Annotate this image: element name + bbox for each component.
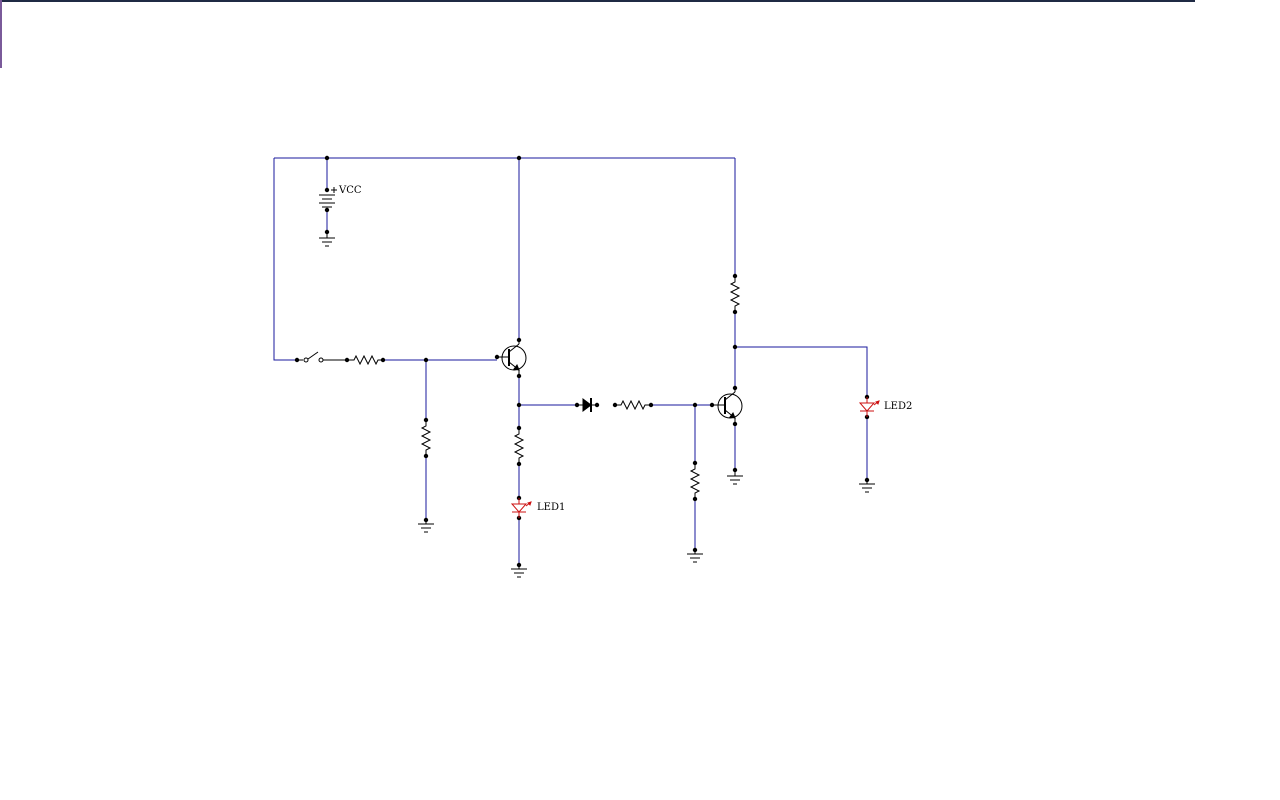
ground-led2-icon [859,480,875,493]
transistor-t1-icon[interactable] [497,340,527,376]
ground-r5-icon [687,550,703,563]
led1-icon[interactable] [510,498,532,518]
ground-led1-icon [511,565,527,578]
junction-dots [294,155,870,568]
resistor-r3-icon[interactable] [513,428,525,464]
led2-label: LED2 [884,401,912,412]
led1-label: LED1 [537,502,565,513]
led2-icon[interactable] [858,397,880,417]
resistor-r6-icon[interactable] [729,276,741,312]
ground-r2-icon [418,520,434,533]
wire-left-rail [273,158,297,361]
resistor-r1-icon[interactable] [347,354,383,366]
wire-to-led2 [735,346,868,397]
resistor-r2-icon[interactable] [420,420,432,456]
wires [273,157,868,565]
vcc-battery-icon[interactable] [319,187,337,208]
resistor-r4-icon[interactable] [615,399,651,411]
vcc-label: VCC [338,185,362,196]
switch-icon[interactable] [297,351,347,363]
ground-t2-icon [727,470,743,485]
ground-vcc-icon [319,232,335,247]
window-left-edge [0,0,2,68]
diode-icon[interactable] [577,398,597,412]
transistor-t2-icon[interactable] [712,388,743,424]
resistor-r5-icon[interactable] [689,463,701,499]
window-top-border [0,0,1195,2]
